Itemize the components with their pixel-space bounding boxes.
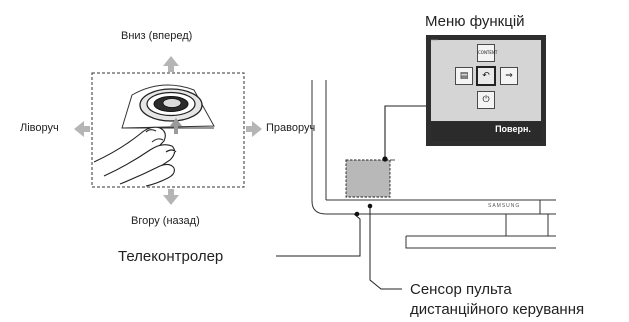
input-source-button[interactable]: ⇒ <box>500 67 518 85</box>
joystick-knob <box>162 98 182 108</box>
label-right: Праворуч <box>266 122 316 134</box>
label-up-back: Вгору (назад) <box>131 215 200 227</box>
arrow-down <box>163 189 179 205</box>
content-button[interactable]: CONTENT <box>477 44 498 62</box>
hand-drawing <box>93 126 177 187</box>
joystick-up-arrow <box>170 118 182 134</box>
return-icon: ↶ <box>482 71 490 81</box>
return-bar-label: Поверн. <box>495 124 531 134</box>
menu-leader-line <box>384 105 430 159</box>
joystick-illustration <box>91 72 245 188</box>
monitor-brand: SAMSUNG <box>488 203 521 209</box>
arrow-right <box>246 121 262 137</box>
arrow-up <box>163 56 179 72</box>
power-icon: ⏻ <box>482 95 490 105</box>
return-button[interactable]: ↶ <box>476 66 496 86</box>
label-function-menu: Меню функцій <box>425 13 525 30</box>
sensor-leader <box>369 206 402 290</box>
label-sensor-line1: Сенсор пульта <box>410 281 512 298</box>
sensor-window <box>345 159 391 198</box>
input-source-icon: ⇒ <box>505 71 513 81</box>
label-down-forward: Вниз (вперед) <box>121 30 193 42</box>
columns-icon: ▤ <box>459 71 469 81</box>
joystick-frame <box>91 72 245 188</box>
label-sensor-line2: дистанційного керування <box>410 301 585 318</box>
telecontroller-leader <box>276 213 361 257</box>
label-telecontroller: Телеконтролер <box>118 248 224 265</box>
power-button[interactable]: ⏻ <box>477 91 495 109</box>
content-icon: CONTENT <box>478 50 498 55</box>
monitor-drawing <box>311 80 556 249</box>
arrow-left <box>74 121 90 137</box>
label-left: Ліворуч <box>20 122 59 134</box>
columns-button[interactable]: ▤ <box>455 67 473 85</box>
